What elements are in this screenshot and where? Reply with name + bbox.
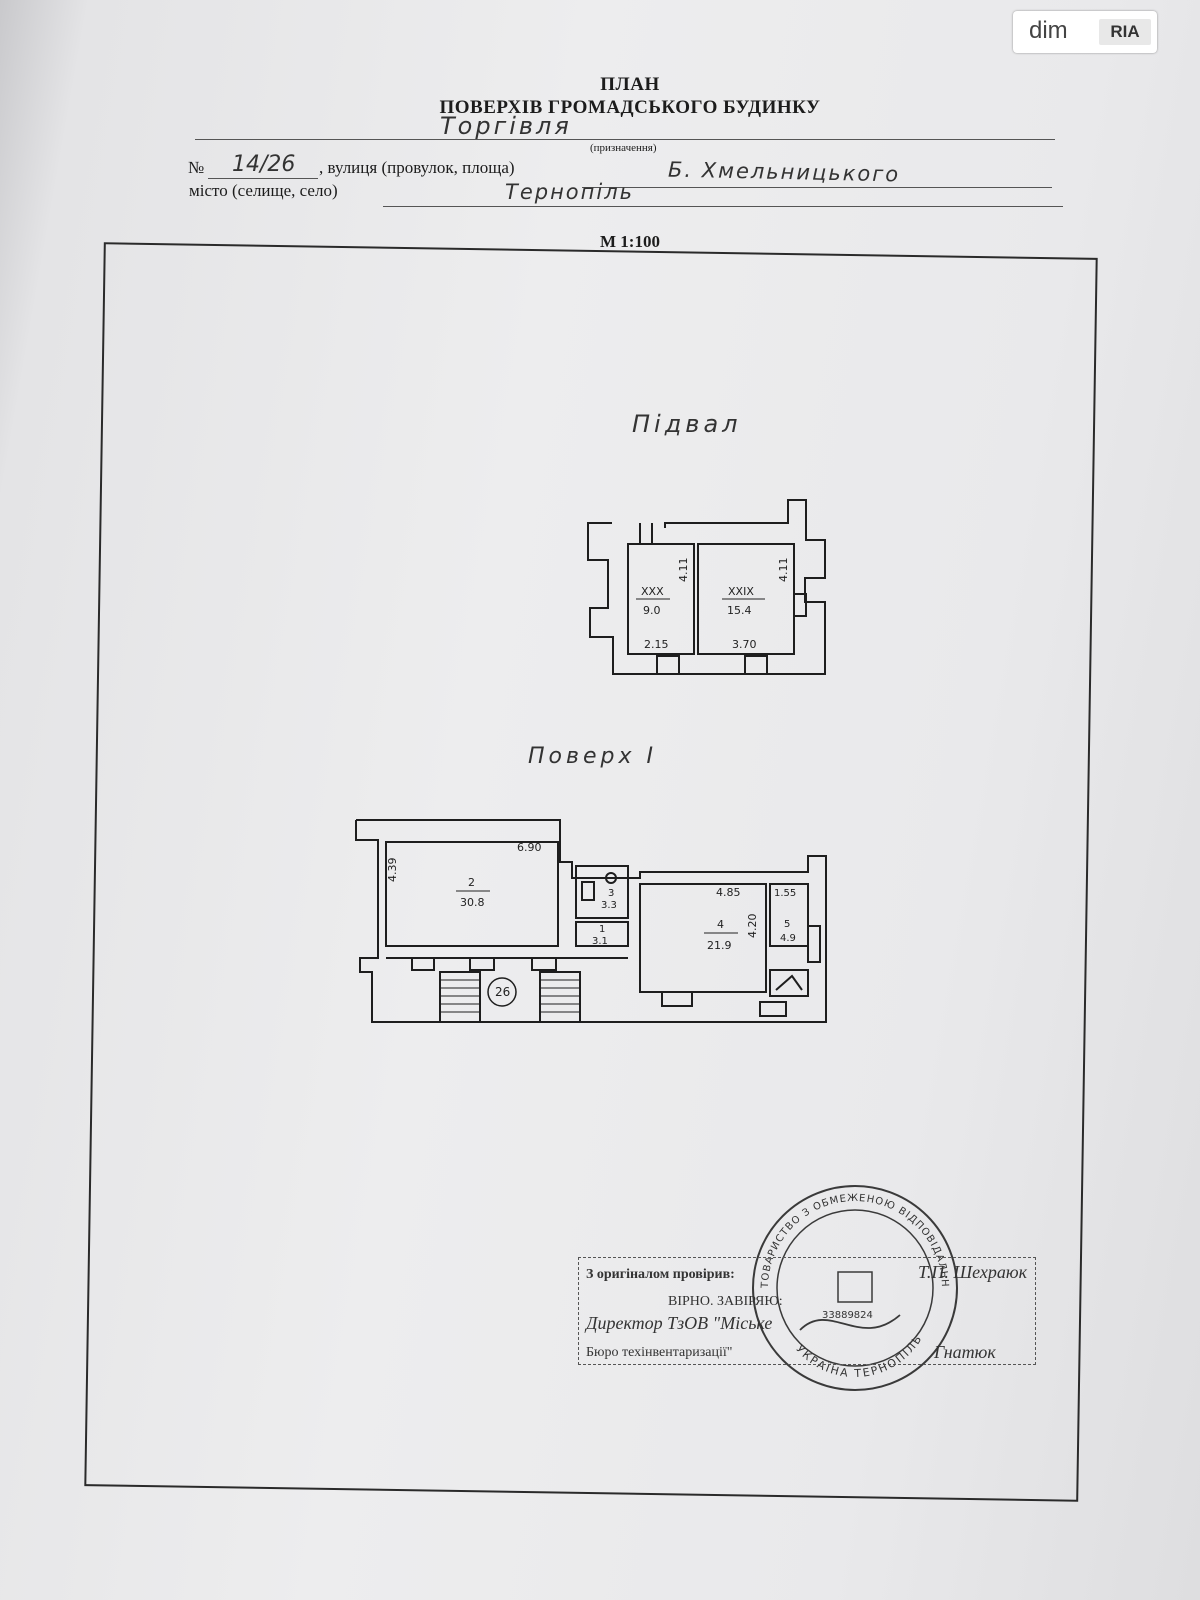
basement-room-xxx-wall [627, 543, 695, 655]
room-5-dim-top: 1.55 [774, 888, 796, 899]
basement-window-1 [656, 655, 680, 675]
room-1-wall [575, 921, 629, 947]
window-5 [759, 1001, 787, 1017]
floor1-plan [355, 819, 827, 1023]
room-3-id: 3 [608, 888, 614, 899]
window-6 [807, 925, 821, 963]
room-4-wall [639, 883, 767, 993]
wc-bowl [605, 872, 617, 884]
room-5-area: 4.9 [780, 933, 796, 944]
door-swing [775, 974, 803, 991]
street-line [582, 187, 1052, 188]
stamp-signature-checker: Т.П. Шехраюк [918, 1262, 1028, 1282]
document-title: ПЛАН [600, 74, 660, 95]
city-label: місто (селище, село) [189, 181, 338, 200]
room-2-id: 2 [468, 876, 475, 889]
room-xxx-width: 2.15 [644, 638, 669, 651]
room-xxix-area: 15.4 [727, 604, 752, 617]
basement-title: Підвал [632, 410, 742, 438]
stamp-signature-director: Гнатюк [934, 1342, 996, 1362]
purpose-line [195, 139, 1055, 140]
room-5-wall [769, 883, 809, 947]
window-2 [469, 957, 495, 971]
vestibule-wall [769, 969, 809, 997]
room-3-wall [575, 865, 629, 919]
room-xxx-depth: 4.11 [677, 558, 690, 583]
logo-badge: RIA [1099, 19, 1151, 45]
city-value: Тернопіль [505, 180, 635, 204]
purpose-caption: (призначення) [590, 142, 657, 154]
certification-stamp [578, 1257, 1036, 1365]
floor1-labels: 26 2 30.8 6.90 4.39 3 3.3 1 3.1 4 21.9 4… [386, 841, 796, 999]
room-1-id: 1 [599, 924, 605, 935]
room-3-area: 3.3 [601, 900, 617, 911]
room-2-dim-top: 6.90 [517, 841, 542, 854]
number-value: 14/26 [232, 152, 296, 177]
room-4-dim-side: 4.20 [746, 914, 759, 939]
basement-labels: XXX 9.0 2.15 4.11 XXIX 15.4 3.70 4.11 [636, 558, 790, 651]
basement-plan [587, 499, 826, 675]
basement-window-3 [793, 593, 807, 617]
seal-outer-text: ТОВАРИСТВО З ОБМЕЖЕНОЮ ВІДПОВІДАЛЬНІСТЮ … [0, 0, 949, 1289]
room-2-wall [385, 841, 559, 947]
stamp-line-verified: З оригіналом провірив: [586, 1267, 735, 1282]
document-subtitle: ПОВЕРХІВ ГРОМАДСЬКОГО БУДИНКУ [439, 97, 821, 118]
stair-1 [439, 971, 481, 1023]
room-1-area: 3.1 [592, 936, 608, 947]
seal-code: 33889824 [822, 1310, 873, 1321]
city-line [383, 206, 1063, 207]
round-seal [752, 1185, 958, 1391]
logo-text: dim [1029, 17, 1068, 44]
number-line [208, 178, 318, 179]
room-xxx-id: XXX [641, 585, 664, 598]
stamp-line-bureau: Бюро техінвентаризації" [586, 1345, 733, 1360]
room-xxix-width: 3.70 [732, 638, 757, 651]
purpose-value: Торгівля [440, 112, 572, 140]
room-xxix-depth: 4.11 [777, 558, 790, 583]
entrance-number: 26 [495, 985, 510, 999]
window-1 [411, 957, 435, 971]
window-3 [531, 957, 557, 971]
wc-fixture [581, 881, 595, 901]
street-label: , вулиця (провулок, площа) [319, 158, 515, 177]
stamp-director-line: Директор ТзОВ "Міське [586, 1313, 773, 1333]
room-5-id: 5 [784, 919, 790, 930]
entrance-marker [487, 977, 517, 1007]
number-prefix: № [188, 158, 205, 177]
room-4-area: 21.9 [707, 939, 732, 952]
basement-window-2 [744, 655, 768, 675]
stamp-line-certify: ВІРНО. ЗАВІРЯЮ: [668, 1294, 783, 1309]
basement-outer-wall [587, 499, 826, 675]
scale-label: М 1:100 [600, 232, 660, 251]
room-2-area: 30.8 [460, 896, 485, 909]
room-4-dim-top: 4.85 [716, 886, 741, 899]
stair-treads [440, 979, 580, 1013]
dim-ria-logo[interactable]: dim RIA [1013, 11, 1157, 53]
room-4-id: 4 [717, 918, 724, 931]
window-4 [661, 991, 693, 1007]
room-xxx-area: 9.0 [643, 604, 661, 617]
floor1-outer-wall [355, 819, 827, 1023]
room-2-dim-side: 4.39 [386, 858, 399, 883]
stair-2 [539, 971, 581, 1023]
room-xxix-id: XXIX [728, 585, 754, 598]
floor1-title: Поверх I [528, 744, 657, 769]
